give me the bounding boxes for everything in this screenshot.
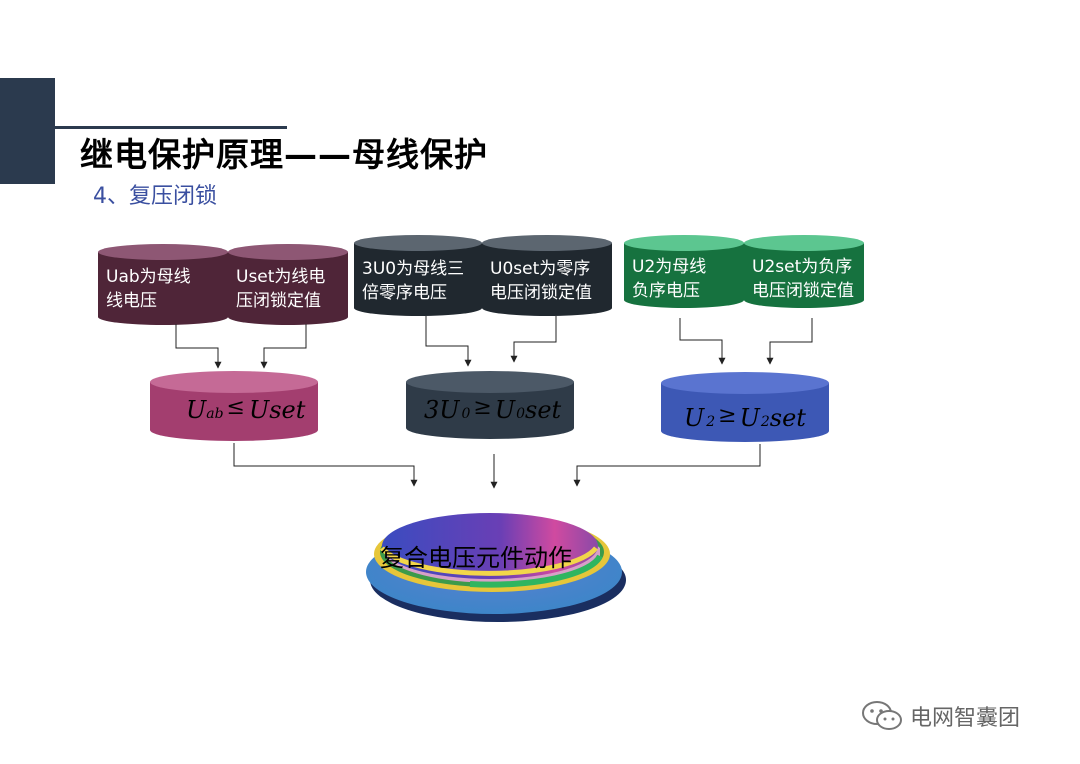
- input-cylinder-3u0: 3U0为母线三 倍零序电压: [354, 235, 482, 316]
- output-disc: 复合电压元件动作: [366, 513, 626, 622]
- arrow-line-voltage-to-output: [233, 443, 418, 487]
- arrow-u2set-to-condition: [766, 318, 813, 365]
- input-label-u0set-1: U0set为零序: [490, 259, 590, 279]
- group-line-voltage: Uab为母线 线电压 Uset为线电 压闭锁定值 Uab≤Uset: [98, 244, 418, 487]
- input-cylinder-u0set: U0set为零序 电压闭锁定值: [482, 235, 612, 316]
- title-accent-bar: [0, 78, 55, 184]
- slide-title: 继电保护原理——母线保护: [80, 135, 488, 174]
- input-label-3u0-2: 倍零序电压: [362, 283, 447, 303]
- watermark: 电网智囊团: [860, 700, 1020, 732]
- input-label-3u0-1: 3U0为母线三: [362, 259, 464, 279]
- input-label-u2set-2: 电压闭锁定值: [752, 281, 854, 301]
- input-cylinder-uset: Uset为线电 压闭锁定值: [228, 244, 348, 325]
- input-label-u2set-1: U2set为负序: [752, 257, 852, 277]
- input-label-u2-2: 负序电压: [632, 281, 700, 301]
- input-label-uab-1: Uab为母线: [106, 267, 191, 287]
- arrow-uab-to-condition: [175, 324, 222, 369]
- condition-formula-line-voltage: Uab≤Uset: [186, 395, 306, 424]
- input-cylinder-u2set: U2set为负序 电压闭锁定值: [744, 235, 864, 308]
- arrow-uset-to-condition: [260, 324, 307, 369]
- input-cylinder-u2: U2为母线 负序电压: [624, 235, 744, 308]
- input-cylinder-uab: Uab为母线 线电压: [98, 244, 228, 325]
- arrow-negative-sequence-to-output: [573, 444, 761, 487]
- input-label-uset-1: Uset为线电: [236, 267, 325, 287]
- input-label-u2-1: U2为母线: [632, 257, 706, 277]
- watermark-text: 电网智囊团: [910, 706, 1021, 731]
- title-rule: [55, 126, 287, 129]
- output-label: 复合电压元件动作: [380, 544, 572, 572]
- input-label-u0set-2: 电压闭锁定值: [490, 283, 592, 303]
- arrow-u0set-to-condition: [510, 316, 557, 363]
- input-label-uab-2: 线电压: [106, 291, 157, 311]
- input-label-uset-2: 压闭锁定值: [236, 291, 321, 311]
- arrow-3u0-to-condition: [425, 316, 472, 367]
- wechat-icon: [862, 701, 902, 730]
- slide-subtitle: 4、复压闭锁: [93, 184, 217, 209]
- condition-cylinder-line-voltage: Uab≤Uset: [150, 371, 318, 441]
- arrow-u2-to-condition: [679, 318, 726, 365]
